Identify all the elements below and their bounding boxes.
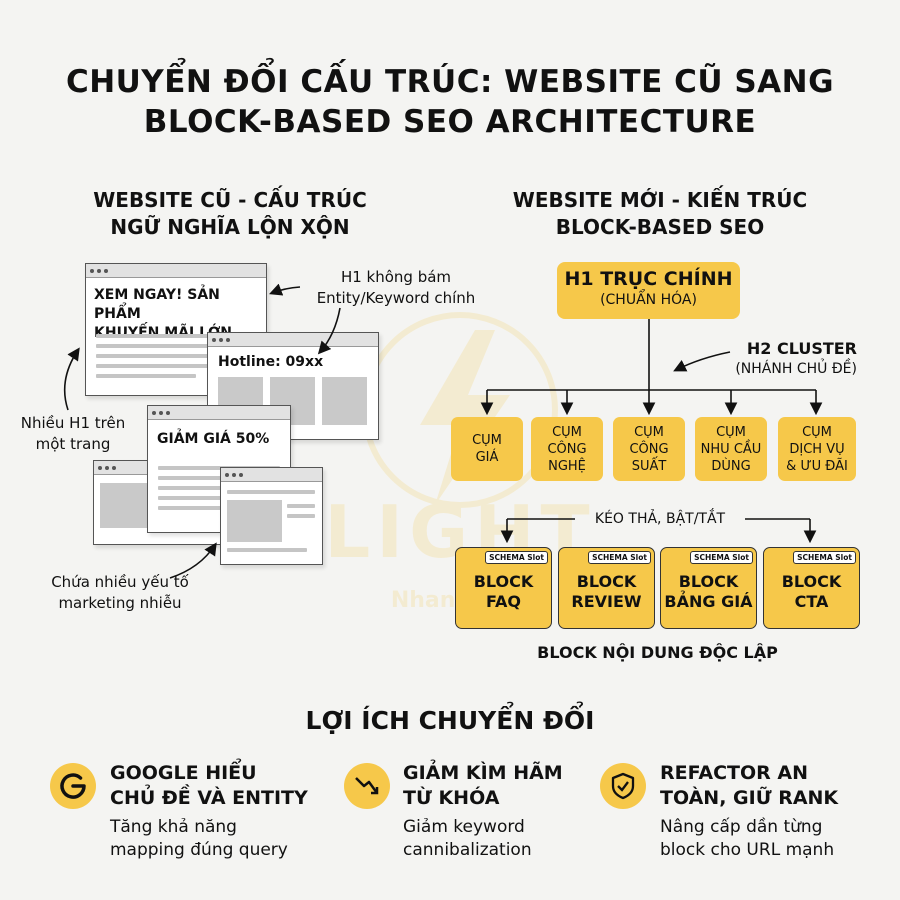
browser-window-1: XEM NGAY! SẢN PHẨM KHUYẾN MÃI LỚN <box>85 263 267 396</box>
shield-check-icon <box>600 763 646 809</box>
window-titlebar <box>208 333 378 347</box>
h2-cluster-label: H2 CLUSTER (NHÁNH CHỦ ĐỀ) <box>735 339 857 377</box>
schema-slot-badge: SCHEMA Slot <box>690 551 753 564</box>
blocks-caption: BLOCK NỘI DUNG ĐỘC LẬP <box>537 643 778 662</box>
benefit-1-title: GOOGLE HIỂU CHỦ ĐỀ VÀ ENTITY <box>110 762 308 809</box>
old-site-heading: WEBSITE CŨ - CẤU TRÚC NGỮ NGHĨA LỘN XỘN <box>93 188 367 239</box>
block-price-table: SCHEMA Slot BLOCK BẢNG GIÁ <box>660 547 757 629</box>
page-title: CHUYỂN ĐỔI CẤU TRÚC: WEBSITE CŨ SANG BLO… <box>0 62 900 142</box>
benefits-heading: LỢI ÍCH CHUYỂN ĐỔI <box>305 706 595 735</box>
benefit-2-title: GIẢM KÌM HÃM TỪ KHÓA <box>403 762 563 809</box>
window3-discount: GIẢM GIÁ 50% <box>157 431 270 447</box>
block-review: SCHEMA Slot BLOCK REVIEW <box>558 547 655 629</box>
h1-main-axis-box: H1 TRỤC CHÍNH (CHUẨN HÓA) <box>557 262 740 319</box>
block-review-label: BLOCK REVIEW <box>571 572 642 611</box>
block-faq-label: BLOCK FAQ <box>473 572 534 611</box>
window-titlebar <box>86 264 266 278</box>
block-price-table-label: BLOCK BẢNG GIÁ <box>664 572 753 611</box>
benefit-3-desc: Nâng cấp dần từng block cho URL mạnh <box>660 817 835 860</box>
note-marketing-noise: Chứa nhiều yếu tố marketing nhiễu <box>51 573 189 612</box>
browser-window-2: Hotline: 09xx <box>207 332 379 440</box>
window-titlebar <box>221 468 322 482</box>
drag-toggle-label: KÉO THẢ, BẬT/TẮT <box>594 511 726 527</box>
block-cta-label: BLOCK CTA <box>781 572 842 611</box>
schema-slot-badge: SCHEMA Slot <box>485 551 548 564</box>
cluster-price: CỤM GIÁ <box>451 417 523 481</box>
h1-main-label: H1 TRỤC CHÍNH <box>564 268 733 290</box>
cluster-usage-needs: CỤM NHU CẦU DÙNG <box>695 417 767 481</box>
cluster-service-offers: CỤM DỊCH VỤ & ƯU ĐÃI <box>778 417 856 481</box>
window-titlebar <box>148 406 290 420</box>
h1-main-sub: (CHUẨN HÓA) <box>600 292 697 308</box>
page-title-line1: CHUYỂN ĐỔI CẤU TRÚC: WEBSITE CŨ SANG <box>65 64 835 100</box>
schema-slot-badge: SCHEMA Slot <box>588 551 651 564</box>
trend-down-icon <box>344 763 390 809</box>
block-cta: SCHEMA Slot BLOCK CTA <box>763 547 860 629</box>
google-icon <box>50 763 96 809</box>
note-multiple-h1: Nhiều H1 trên một trang <box>20 414 126 453</box>
benefit-3-title: REFACTOR AN TOÀN, GIỮ RANK <box>660 762 839 809</box>
schema-slot-badge: SCHEMA Slot <box>793 551 856 564</box>
page-title-line2: BLOCK-BASED SEO ARCHITECTURE <box>143 104 757 140</box>
benefit-2-desc: Giảm keyword cannibalization <box>403 817 532 860</box>
new-site-heading: WEBSITE MỚI - KIẾN TRÚC BLOCK-BASED SEO <box>512 188 808 239</box>
arrow-multi-h1 <box>63 347 80 411</box>
window2-hotline: Hotline: 09xx <box>218 354 324 370</box>
block-faq: SCHEMA Slot BLOCK FAQ <box>455 547 552 629</box>
cluster-power: CỤM CÔNG SUẤT <box>613 417 685 481</box>
note-h1-not-entity: H1 không bám Entity/Keyword chính <box>316 268 476 307</box>
benefit-1-desc: Tăng khả năng mapping đúng query <box>110 817 288 860</box>
cluster-technology: CỤM CÔNG NGHỆ <box>531 417 603 481</box>
browser-window-5 <box>220 467 323 565</box>
